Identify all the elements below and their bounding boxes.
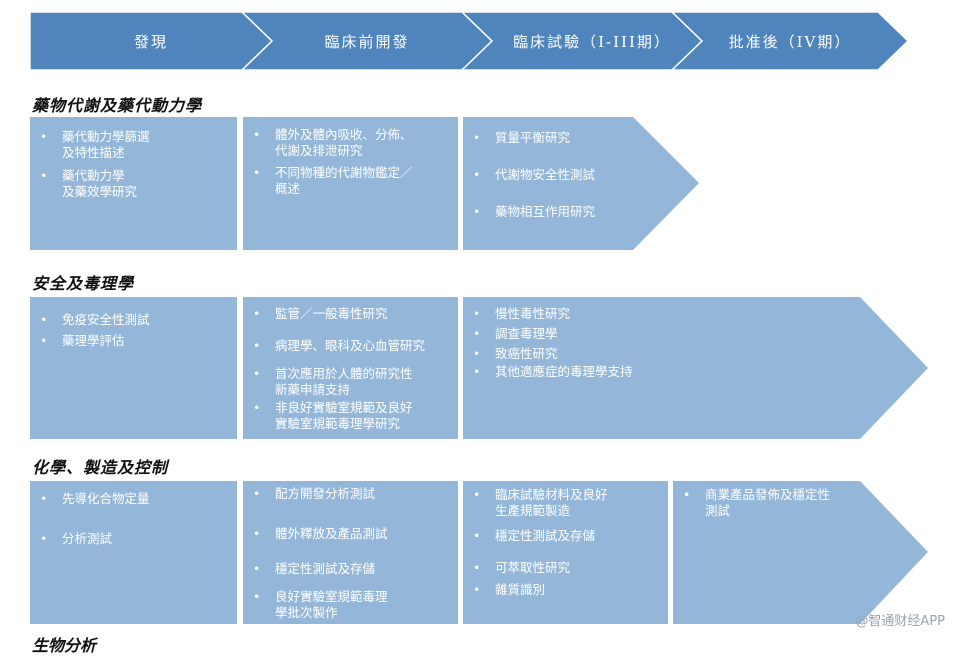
list-item: 先導化合物定量 (30, 491, 237, 507)
list-item: 不同物種的代謝物鑑定／ 概述 (243, 165, 458, 197)
cell-dmpk-preclinical: 體外及體內吸收、分佈、 代謝及排泄研究 不同物種的代謝物鑑定／ 概述 (243, 117, 458, 250)
list-item: 調查毒理學 (463, 326, 763, 342)
list-item: 代謝物安全性測試 (463, 167, 663, 183)
list-item: 臨床試驗材料及良好 生產規範製造 (463, 487, 668, 519)
chevron-shape (672, 12, 908, 70)
list-item: 體外釋放及產品測試 (243, 526, 458, 542)
stage-label: 發現 (133, 32, 168, 51)
list-item: 體外及體內吸收、分佈、 代謝及排泄研究 (243, 127, 458, 159)
list-item: 慢性毒性研究 (463, 306, 763, 322)
list-item: 非良好實驗室規範及良好 實驗室規範毒理學研究 (243, 400, 458, 432)
cell-safety-preclinical: 監管／一般毒性研究 病理學、眼科及心血管研究 首次應用於人體的研究性 新藥申請支… (243, 297, 458, 439)
item-list: 體外及體內吸收、分佈、 代謝及排泄研究 不同物種的代謝物鑑定／ 概述 (243, 127, 458, 197)
list-item: 良好實驗室規範毒理 學批次製作 (243, 589, 458, 621)
watermark: @智通财经APP (855, 614, 945, 629)
cell-cmc-clinical: 臨床試驗材料及良好 生產規範製造 穩定性測試及存儲 可萃取性研究 雜質識別 (463, 481, 668, 624)
list-item: 藥代動力學篩選 及特性描述 (30, 129, 237, 161)
item-list: 慢性毒性研究 調查毒理學 致癌性研究 其他適應症的毒理學支持 (463, 306, 763, 380)
section-title-cmc: 化學、製造及控制 (32, 458, 169, 477)
cell-cmc-preclinical: 配方開發分析測試 體外釋放及產品測試 穩定性測試及存儲 良好實驗室規範毒理 學批… (243, 481, 458, 624)
section-title-dmpk: 藥物代謝及藥代動力學 (32, 96, 203, 115)
item-list: 臨床試驗材料及良好 生產規範製造 穩定性測試及存儲 可萃取性研究 雜質識別 (463, 487, 668, 598)
item-list: 先導化合物定量 分析測試 (30, 491, 237, 547)
item-list: 商業產品發佈及穩定性 測試 (673, 487, 883, 519)
cell-dmpk-discovery: 藥代動力學篩選 及特性描述 藥代動力學 及藥效學研究 (30, 117, 237, 250)
list-item: 穩定性測試及存儲 (463, 528, 668, 544)
list-item: 商業產品發佈及穩定性 測試 (673, 487, 883, 519)
stage-label: 臨床前開發 (324, 32, 410, 51)
list-item: 可萃取性研究 (463, 560, 668, 576)
item-list: 配方開發分析測試 體外釋放及產品測試 穩定性測試及存儲 良好實驗室規範毒理 學批… (243, 486, 458, 621)
item-list: 免疫安全性測試 藥理學評估 (30, 312, 237, 349)
stage-discovery: 發現 (30, 12, 272, 70)
cell-cmc-postapproval: 商業產品發佈及穩定性 測試 (673, 481, 928, 624)
list-item: 質量平衡研究 (463, 130, 663, 146)
section-title-safety: 安全及毒理學 (32, 274, 135, 293)
stage-postapproval: 批准後（IV期） (672, 12, 908, 70)
list-item: 監管／一般毒性研究 (243, 306, 458, 322)
list-item: 藥物相互作用研究 (463, 204, 663, 220)
list-item: 雜質識別 (463, 582, 668, 598)
list-item: 藥代動力學 及藥效學研究 (30, 168, 237, 200)
stage-preclinical: 臨床前開發 (242, 12, 492, 70)
chevron-shape (462, 12, 702, 70)
list-item: 穩定性測試及存儲 (243, 561, 458, 577)
section-title-bioanalysis: 生物分析 (32, 636, 97, 655)
list-item: 免疫安全性測試 (30, 312, 237, 328)
item-list: 質量平衡研究 代謝物安全性測試 藥物相互作用研究 (463, 130, 663, 220)
list-item: 首次應用於人體的研究性 新藥申請支持 (243, 366, 458, 398)
list-item: 病理學、眼科及心血管研究 (243, 338, 458, 354)
stage-label: 批准後（IV期） (728, 32, 852, 51)
cell-safety-discovery: 免疫安全性測試 藥理學評估 (30, 297, 237, 439)
list-item: 分析測試 (30, 531, 237, 547)
list-item: 配方開發分析測試 (243, 486, 458, 502)
cell-safety-clinical-postapproval: 慢性毒性研究 調查毒理學 致癌性研究 其他適應症的毒理學支持 (463, 297, 928, 439)
cell-cmc-discovery: 先導化合物定量 分析測試 (30, 481, 237, 624)
cell-dmpk-clinical: 質量平衡研究 代謝物安全性測試 藥物相互作用研究 (463, 117, 699, 250)
item-list: 藥代動力學篩選 及特性描述 藥代動力學 及藥效學研究 (30, 129, 237, 200)
list-item: 藥理學評估 (30, 333, 237, 349)
list-item: 致癌性研究 (463, 346, 763, 362)
stage-label: 臨床試驗（I-III期） (513, 32, 671, 51)
stage-clinical: 臨床試驗（I-III期） (462, 12, 702, 70)
item-list: 監管／一般毒性研究 病理學、眼科及心血管研究 首次應用於人體的研究性 新藥申請支… (243, 306, 458, 432)
chevron-shape (242, 12, 492, 70)
list-item: 其他適應症的毒理學支持 (463, 364, 763, 380)
